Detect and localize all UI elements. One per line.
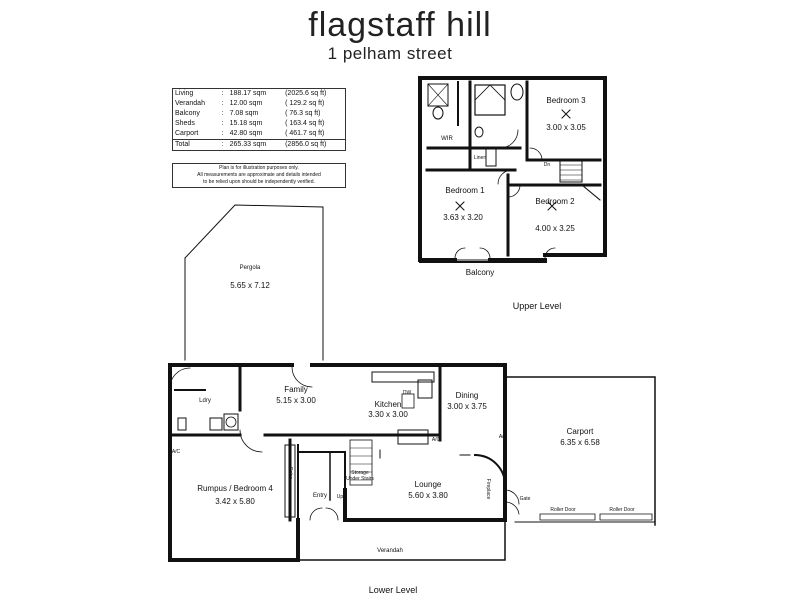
area-row-verandah: Verandah:12.00 sqm( 129.2 sq ft) <box>175 100 325 107</box>
dw-label: DW <box>402 390 412 396</box>
rumpus-size: 3.42 x 5.80 <box>215 497 255 506</box>
dining-size: 3.00 x 3.75 <box>447 402 487 411</box>
area-row-total: Total:265.33 sqm(2856.0 sq ft) <box>173 139 345 150</box>
ac-label-1: A/C <box>171 449 181 455</box>
plan-title: flagstaff hill <box>308 6 492 44</box>
ac-label-2: A/C <box>498 434 508 440</box>
wir-label: WIR <box>441 136 453 142</box>
kitchen-name: Kitchen <box>374 400 402 409</box>
plan-subtitle: 1 pelham street <box>327 44 453 63</box>
bedroom2-name: Bedroom 2 <box>535 197 575 206</box>
area-row-balcony: Balcony:7.08 sqm( 76.3 sq ft) <box>175 110 321 117</box>
fireplace-label: Fireplace <box>485 478 491 500</box>
lower-level-plan <box>168 363 656 562</box>
kitchen-size: 3.30 x 3.00 <box>368 410 408 419</box>
area-row-carport: Carport:42.80 sqm( 461.7 sq ft) <box>175 130 325 137</box>
ac-label-3: A/C <box>431 437 441 443</box>
area-row-living: Living:188.17 sqm(2025.6 sq ft) <box>175 90 327 97</box>
bedroom1-name: Bedroom 1 <box>445 186 485 195</box>
roller-door-1-label: Roller Door <box>550 507 576 513</box>
lounge-size: 5.60 x 3.80 <box>408 491 448 500</box>
entry-label: Entry <box>312 493 328 499</box>
gate-label: Gate <box>519 496 531 502</box>
family-name: Family <box>284 385 308 394</box>
lower-level-label: Lower Level <box>368 585 418 595</box>
bedroom2-size: 4.00 x 3.25 <box>535 224 575 233</box>
carport-name: Carport <box>566 427 594 436</box>
roller-door-2-label: Roller Door <box>609 507 635 513</box>
bedroom1-size: 3.63 x 3.20 <box>443 213 483 222</box>
robe-label: Robe <box>287 467 293 479</box>
dining-name: Dining <box>455 391 479 400</box>
rumpus-name: Rumpus / Bedroom 4 <box>197 484 273 493</box>
upper-level-plan <box>418 76 607 263</box>
family-size: 5.15 x 3.00 <box>276 396 316 405</box>
pergola-size: 5.65 x 7.12 <box>230 281 270 290</box>
lounge-name: Lounge <box>414 480 442 489</box>
carport-size: 6.35 x 6.58 <box>560 438 600 447</box>
disclaimer: Plan is for illustration purposes only. … <box>172 163 346 188</box>
bedroom3-size: 3.00 x 3.05 <box>546 123 586 132</box>
up-label: Up <box>336 494 344 500</box>
area-row-sheds: Sheds:15.18 sqm( 163.4 sq ft) <box>175 120 325 127</box>
upper-level-label: Upper Level <box>512 301 562 311</box>
laundry-label: Ldry <box>199 398 211 404</box>
verandah-label: Verandah <box>377 548 403 554</box>
dn-label: Dn <box>543 162 551 168</box>
storage-label: Storage Under Stairs <box>346 470 374 482</box>
pergola-outline <box>184 204 324 361</box>
area-table: Living:188.17 sqm(2025.6 sq ft) Verandah… <box>172 88 346 151</box>
bedroom3-name: Bedroom 3 <box>546 96 586 105</box>
linen-label: Linen <box>473 155 487 161</box>
pergola-name: Pergola <box>239 265 261 271</box>
balcony-label: Balcony <box>465 268 495 277</box>
